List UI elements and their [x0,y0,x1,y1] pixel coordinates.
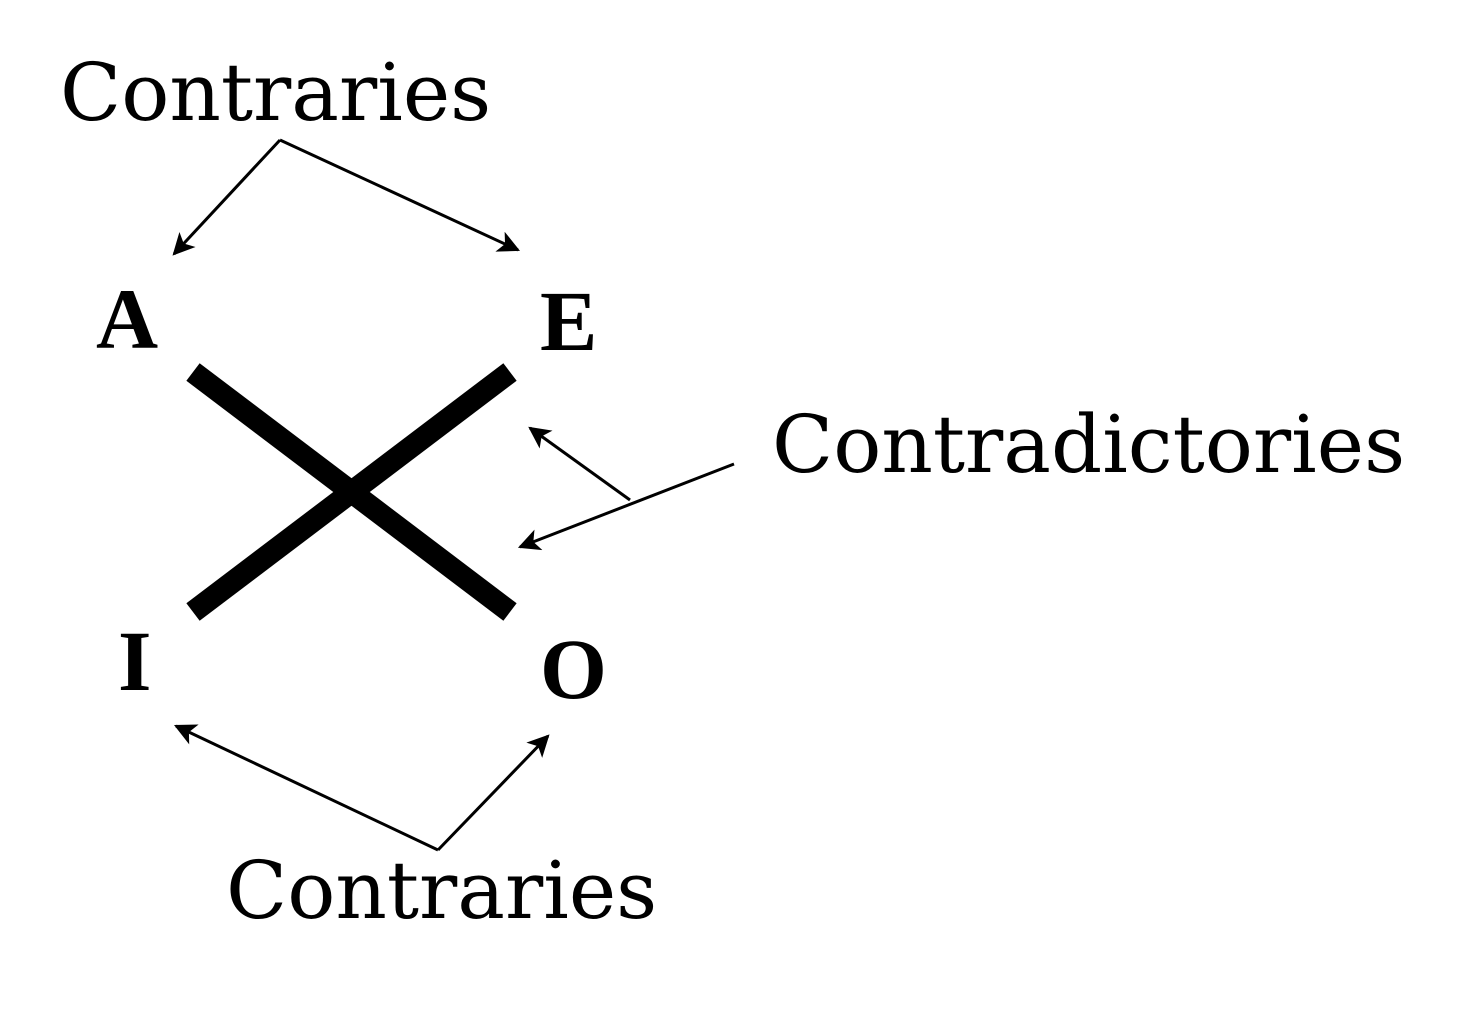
contraries-top-arrow-to-a [172,138,282,256]
contradictories-label: Contradictories [772,398,1405,491]
contradictories-arrows [517,426,735,551]
contraries-bottom-arrow-to-i [174,724,439,852]
contraries-top-arrows [172,138,520,256]
contraries-top-label: Contraries [60,46,491,139]
contraries-bottom-arrow-to-o [436,734,550,852]
contradictories-arrow-upper [528,426,631,502]
contraries-bottom-arrows [174,724,550,852]
corner-i-label: I [118,613,151,709]
contraries-bottom-label: Contraries [226,844,657,937]
contradictory-cross [186,363,517,621]
contraries-top-arrow-to-e [279,138,520,252]
corner-a-label: A [96,271,158,367]
diagonal-e-to-i [186,363,517,621]
corner-o-label: O [540,621,607,717]
contradictories-arrow-lower [517,462,735,551]
corner-e-label: E [540,273,597,369]
